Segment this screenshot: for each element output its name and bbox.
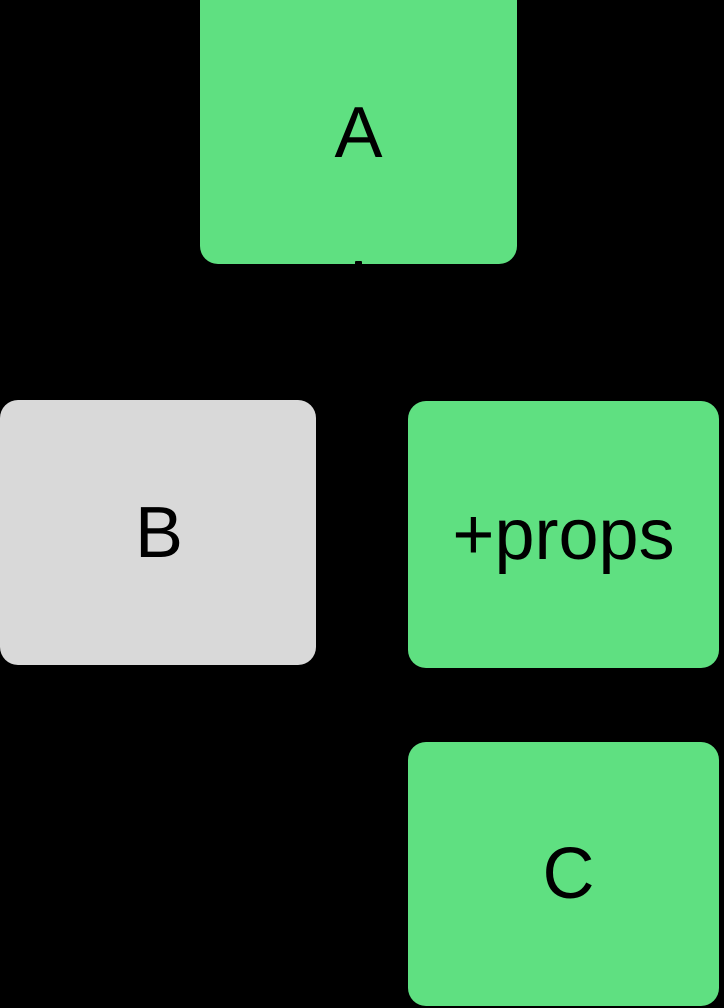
node-b-label: B — [134, 492, 184, 573]
node-c-label: C — [542, 834, 595, 914]
node-b[interactable]: B — [0, 400, 316, 665]
connector-stub-icon — [355, 261, 362, 265]
node-c[interactable]: C — [408, 742, 719, 1006]
node-props[interactable]: +props — [408, 401, 719, 668]
node-props-label: +props — [452, 494, 675, 575]
node-a[interactable]: A — [200, 0, 517, 264]
node-a-label: A — [334, 93, 383, 173]
